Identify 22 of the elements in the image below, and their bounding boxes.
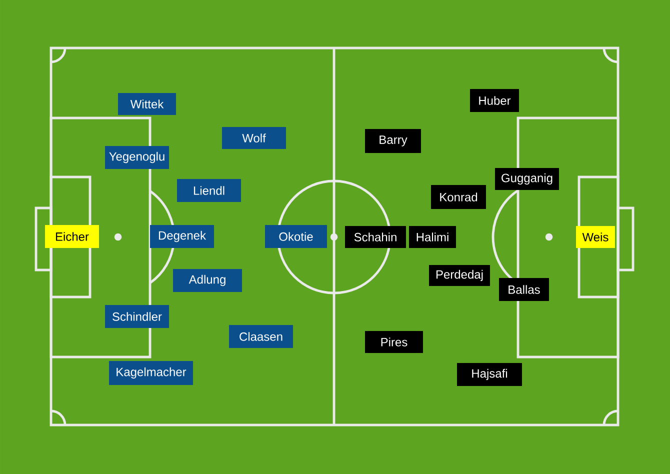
player-label: Barry bbox=[365, 129, 421, 153]
player-label: Okotie bbox=[265, 225, 327, 248]
player-label: Hajsafi bbox=[457, 363, 522, 386]
player-label: Eicher bbox=[45, 225, 99, 248]
player-label: Perdedaj bbox=[429, 265, 490, 286]
player-label: Wittek bbox=[118, 93, 176, 115]
player-label: Gugganig bbox=[495, 168, 559, 190]
player-label: Schahin bbox=[345, 226, 406, 248]
player-label: Yegenoglu bbox=[105, 146, 169, 169]
player-label: Schindler bbox=[105, 305, 169, 328]
player-label: Huber bbox=[470, 89, 519, 112]
player-label: Konrad bbox=[431, 185, 486, 209]
player-label: Wolf bbox=[222, 127, 286, 149]
player-label: Halimi bbox=[409, 226, 456, 248]
player-label: Adlung bbox=[173, 269, 242, 292]
player-label: Ballas bbox=[499, 278, 549, 301]
player-label: Weis bbox=[576, 226, 615, 248]
player-label: Pires bbox=[365, 331, 423, 353]
player-label: Kagelmacher bbox=[109, 361, 193, 385]
player-label: Liendl bbox=[177, 179, 241, 202]
player-label: Claasen bbox=[229, 325, 293, 348]
player-label: Degenek bbox=[150, 225, 214, 248]
